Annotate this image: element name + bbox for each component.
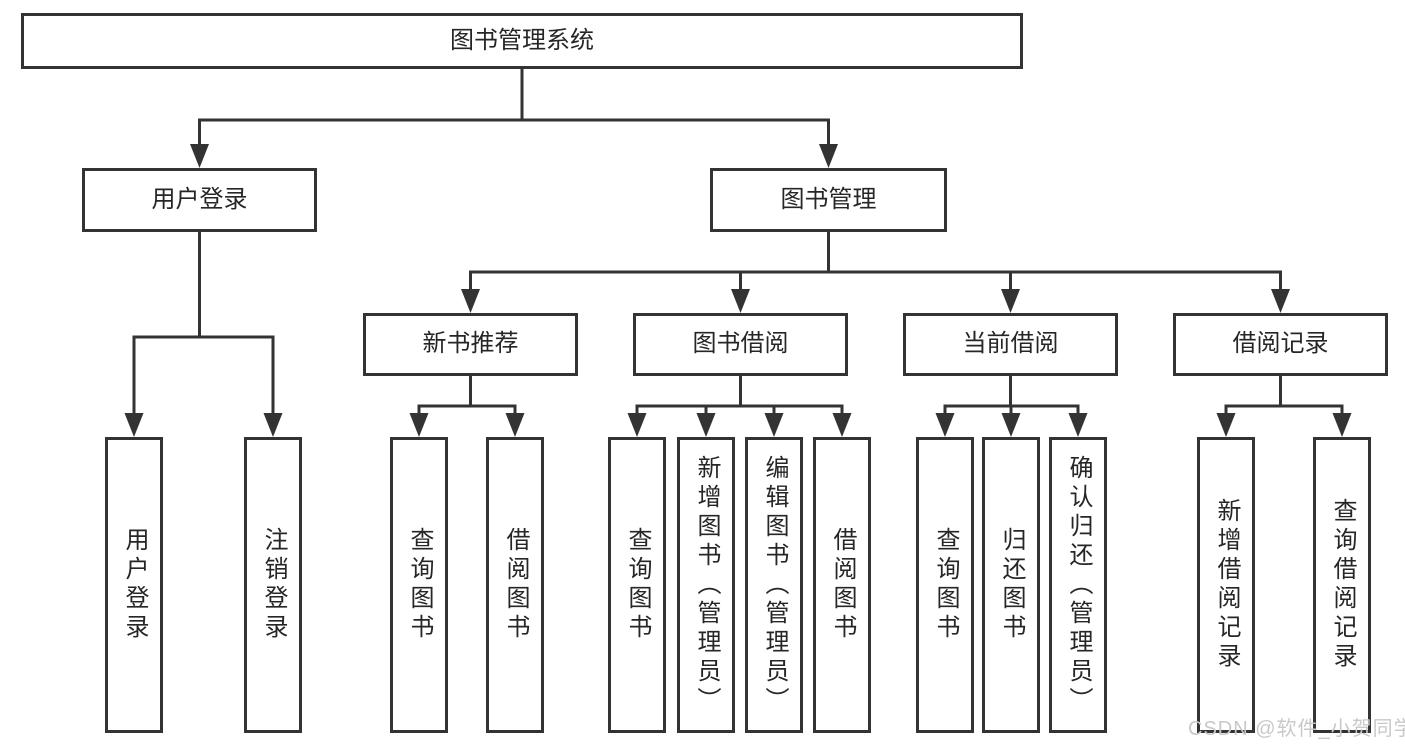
leaf-return-books: 归还图书 bbox=[982, 437, 1040, 733]
node-label: 图书管理 bbox=[780, 185, 877, 213]
node-label: 借阅记录 bbox=[1232, 330, 1329, 358]
leaf-query-books-current: 查询图书 bbox=[916, 437, 974, 733]
node-current-borrow: 当前借阅 bbox=[903, 313, 1118, 376]
node-label: 新增图书（管理员） bbox=[693, 454, 720, 716]
node-label: 新增借阅记录 bbox=[1213, 498, 1240, 672]
node-label: 用户登录 bbox=[151, 185, 248, 213]
node-book-borrow: 图书借阅 bbox=[633, 313, 848, 376]
node-user-login: 用户登录 bbox=[82, 168, 317, 232]
leaf-confirm-return-admin: 确认归还（管理员） bbox=[1049, 437, 1107, 733]
leaf-query-borrow-record: 查询借阅记录 bbox=[1313, 437, 1371, 733]
node-label: 查询借阅记录 bbox=[1329, 498, 1356, 672]
node-label: 查询图书 bbox=[624, 527, 651, 643]
leaf-borrow-books-recommend: 借阅图书 bbox=[486, 437, 544, 733]
node-label: 用户登录 bbox=[121, 527, 148, 643]
leaf-borrow-books: 借阅图书 bbox=[813, 437, 871, 733]
node-label: 借阅图书 bbox=[502, 527, 529, 643]
leaf-edit-books-admin: 编辑图书（管理员） bbox=[745, 437, 803, 733]
node-label: 编辑图书（管理员） bbox=[761, 454, 788, 716]
node-new-book-recommend: 新书推荐 bbox=[363, 313, 578, 376]
leaf-add-borrow-record: 新增借阅记录 bbox=[1197, 437, 1255, 733]
node-borrow-records: 借阅记录 bbox=[1173, 313, 1388, 376]
node-label: 借阅图书 bbox=[829, 527, 856, 643]
leaf-logout-login: 注销登录 bbox=[244, 437, 302, 733]
arrowheads bbox=[124, 144, 1352, 437]
csdn-watermark: CSDN @软件_小贺同学 bbox=[1188, 718, 1405, 740]
node-label: 当前借阅 bbox=[962, 330, 1059, 358]
node-label: 新书推荐 bbox=[422, 330, 519, 358]
node-label: 查询图书 bbox=[406, 527, 433, 643]
node-label: 确认归还（管理员） bbox=[1065, 454, 1092, 716]
node-library-management-system: 图书管理系统 bbox=[21, 13, 1023, 69]
node-label: 图书管理系统 bbox=[450, 26, 594, 54]
leaf-query-books-recommend: 查询图书 bbox=[390, 437, 448, 733]
node-label: 图书借阅 bbox=[692, 330, 789, 358]
node-label: 归还图书 bbox=[998, 527, 1025, 643]
leaf-add-books-admin: 新增图书（管理员） bbox=[677, 437, 735, 733]
node-label: 注销登录 bbox=[260, 527, 287, 643]
node-label: 查询图书 bbox=[932, 527, 959, 643]
node-book-management: 图书管理 bbox=[710, 168, 947, 232]
leaf-user-login: 用户登录 bbox=[105, 437, 163, 733]
leaf-query-books-borrow: 查询图书 bbox=[608, 437, 666, 733]
